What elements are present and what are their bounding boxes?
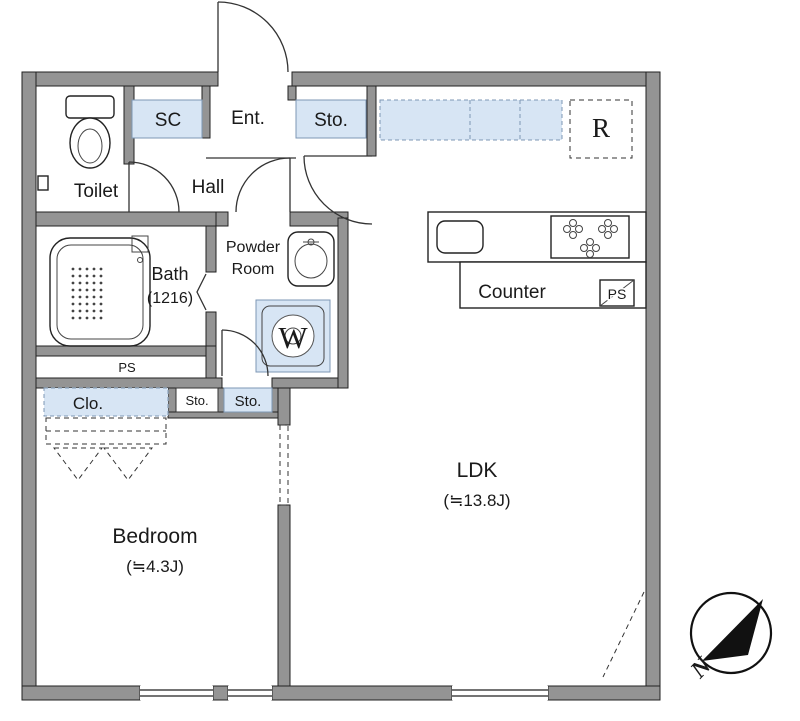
label-powder-2: Room [232, 261, 275, 278]
kitchen-sink-icon [436, 220, 484, 254]
washing-machine-icon [255, 299, 331, 373]
label-ps-bath: PS [118, 360, 136, 375]
label-washer: W [278, 320, 308, 355]
hanger-icon [45, 417, 167, 481]
washbasin-icon [287, 231, 335, 287]
powder-room-door-arc [235, 157, 291, 213]
window [228, 686, 272, 700]
label-sc: SC [155, 110, 181, 131]
label-ps-kitchen: PS [608, 286, 627, 302]
label-storage-top: Sto. [314, 110, 348, 131]
label-bath-size: (1216) [147, 290, 193, 307]
ldk-door-arc [303, 155, 373, 225]
label-bedroom-area: (≒4.3J) [126, 557, 184, 576]
stove-icon [550, 215, 630, 259]
interior-walls [35, 85, 377, 687]
label-powder-1: Powder [226, 239, 281, 256]
refrigerator-box [569, 99, 633, 159]
label-storage-2: Sto. [235, 393, 262, 410]
kitchen-counter-top [379, 99, 563, 141]
storage-door-arc [221, 329, 269, 377]
ps-duct-box [599, 279, 635, 307]
label-ldk: LDK [457, 459, 498, 482]
label-bath: Bath [151, 264, 188, 284]
compass-needle [702, 599, 763, 661]
label-closet: Clo. [73, 394, 103, 413]
bathtub-icon [49, 235, 151, 347]
label-ldk-area: (≒13.8J) [443, 491, 510, 510]
window [140, 686, 213, 700]
label-bedroom: Bedroom [112, 525, 197, 548]
shoe-closet-box [131, 99, 203, 139]
storage-box-1 [175, 387, 219, 413]
bedroom-opening [279, 424, 289, 506]
closet-box [43, 387, 169, 417]
label-entrance: Ent. [231, 108, 265, 129]
label-refrigerator: R [592, 113, 610, 143]
storage-box-top [295, 99, 367, 139]
label-toilet: Toilet [74, 181, 119, 202]
bath-folding-door [196, 273, 207, 311]
label-storage-1: Sto. [185, 393, 208, 408]
compass-icon: N [685, 591, 773, 684]
toilet-icon [37, 95, 115, 191]
storage-box-2 [223, 387, 273, 413]
toilet-door-arc [128, 161, 180, 213]
label-counter: Counter [478, 282, 546, 303]
window [452, 686, 548, 700]
entrance-door-arc [217, 1, 289, 73]
label-hall: Hall [192, 177, 225, 198]
balcony-door-dashed [602, 591, 645, 678]
